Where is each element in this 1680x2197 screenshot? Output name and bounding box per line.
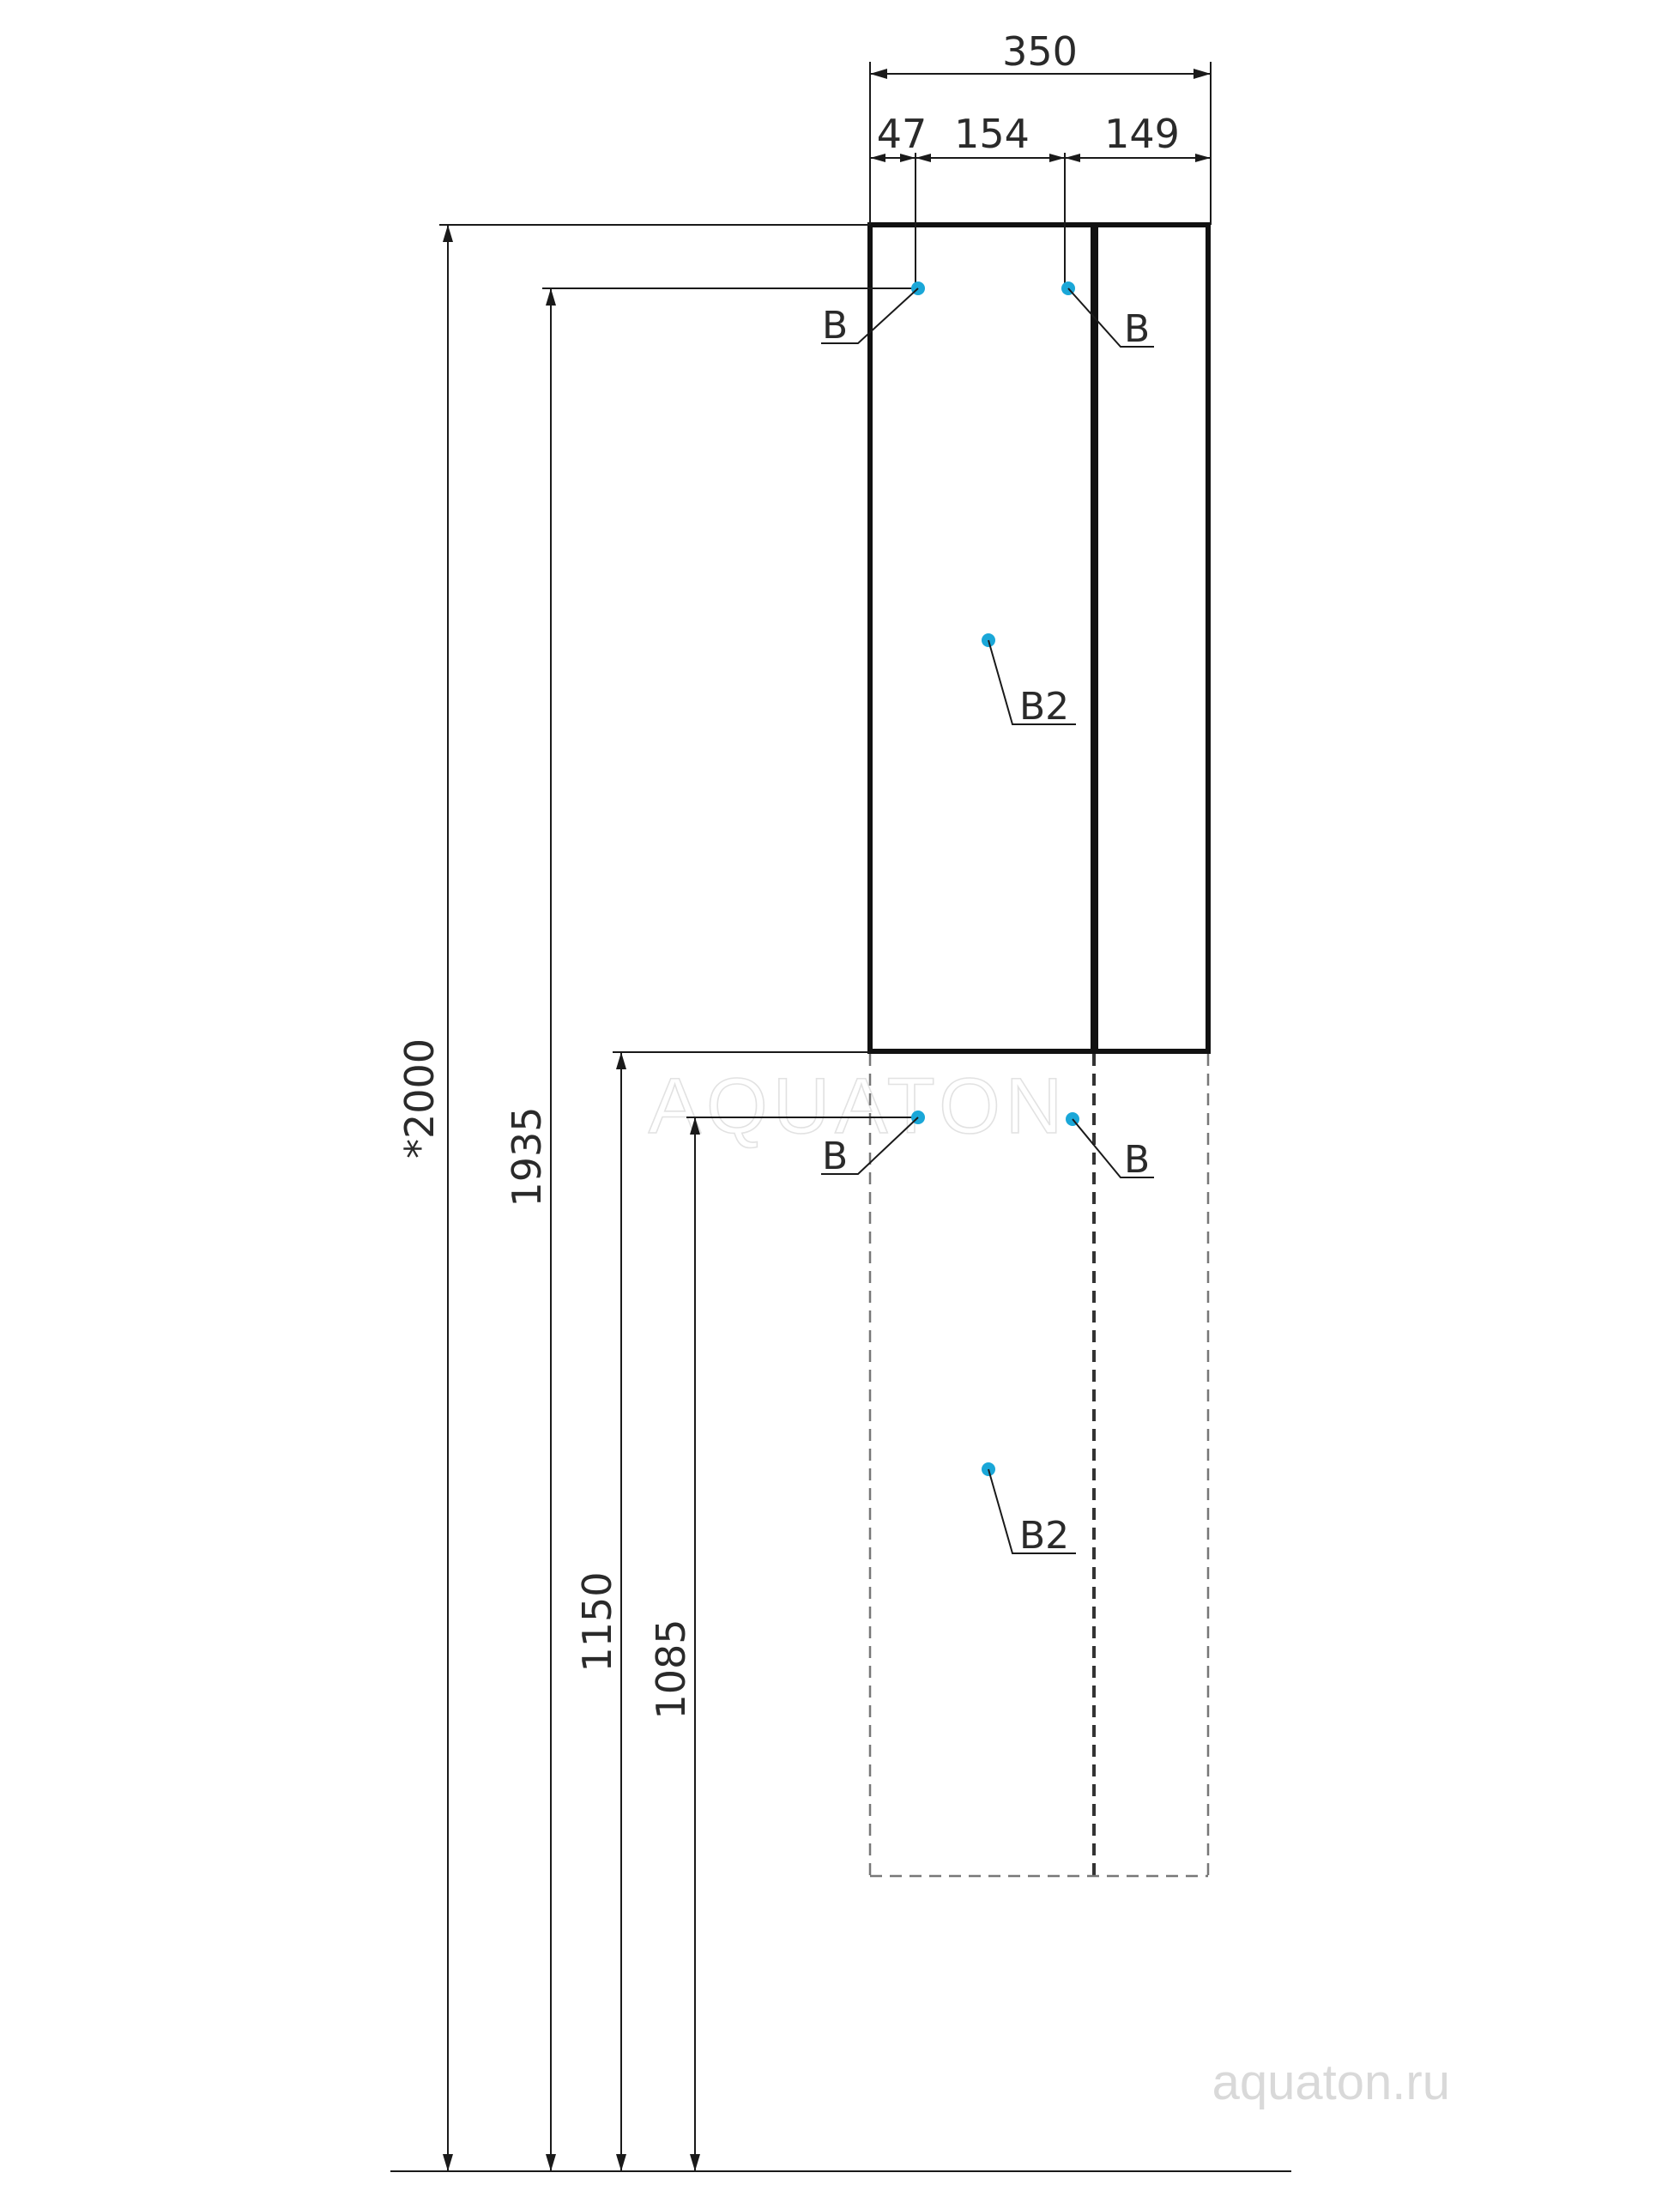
arrow-1935-top — [546, 288, 556, 306]
dim-label-left-offset: 47 — [877, 111, 928, 157]
callout-upper-left: B — [821, 281, 925, 348]
arrow-seg-3 — [916, 154, 931, 162]
upper-cabinet-right-body — [1093, 222, 1211, 1054]
callout-label: B2 — [1019, 685, 1069, 729]
dim-label-height-1935: 1935 — [504, 1106, 550, 1207]
leader-line — [821, 1117, 919, 1175]
width-dimensions — [869, 62, 1212, 287]
arrow-seg-5 — [1065, 154, 1080, 162]
callout-lower-left: B — [821, 1111, 925, 1178]
arrow-2000-top — [443, 225, 453, 242]
upper-cabinet — [867, 222, 1211, 1054]
callout-label: B — [822, 1135, 848, 1178]
arrow-total-left — [870, 69, 887, 79]
arrow-1150-top — [616, 1052, 626, 1069]
watermark-text: AQUATON — [649, 1062, 1067, 1150]
arrow-2000-bottom — [443, 2154, 453, 2171]
arrow-1150-bottom — [616, 2154, 626, 2171]
upper-cabinet-left-body — [867, 222, 1096, 1054]
arrow-1935-bottom — [546, 2154, 556, 2171]
arrow-1085-top — [690, 1117, 700, 1135]
leader-line — [821, 287, 919, 344]
height-dimensions — [439, 224, 916, 2171]
callout-upper-right: B — [1061, 281, 1154, 351]
dim-label-total-width: 350 — [1002, 28, 1078, 75]
callout-label: B2 — [1019, 1514, 1069, 1558]
arrow-total-right — [1194, 69, 1211, 79]
arrow-seg-4 — [1049, 154, 1065, 162]
dim-label-height-2000: *2000 — [396, 1038, 443, 1159]
arrow-seg-1 — [870, 154, 885, 162]
leader-line — [988, 1468, 1076, 1554]
callout-label: B — [1124, 1138, 1150, 1182]
leader-line — [988, 639, 1076, 725]
callout-upper-center: B2 — [982, 633, 1076, 729]
leader-line — [1067, 287, 1154, 348]
arrow-seg-6 — [1195, 154, 1211, 162]
callout-lower-center: B2 — [982, 1462, 1076, 1558]
dim-label-height-1085: 1085 — [648, 1619, 694, 1719]
dim-label-center-gap: 154 — [954, 111, 1030, 157]
arrow-seg-2 — [900, 154, 916, 162]
callout-lower-right: B — [1066, 1112, 1154, 1182]
callout-label: B — [822, 304, 848, 348]
lower-cabinet-alternative — [868, 1054, 1210, 1878]
dim-label-right-width: 149 — [1104, 111, 1180, 157]
arrow-1085-bottom — [690, 2154, 700, 2171]
site-watermark: aquaton.ru — [1212, 2055, 1450, 2110]
leader-line — [1072, 1118, 1154, 1178]
callout-label: B — [1124, 307, 1150, 351]
dim-label-height-1150: 1150 — [574, 1571, 620, 1672]
